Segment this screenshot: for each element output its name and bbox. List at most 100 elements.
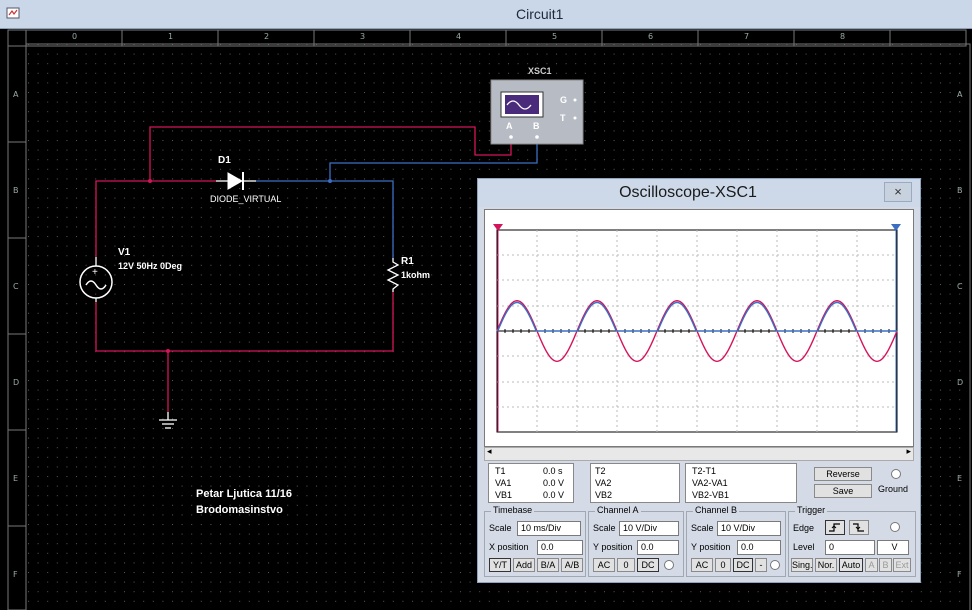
channel-b-trace xyxy=(496,301,897,332)
channel-a-radio[interactable] xyxy=(663,559,675,571)
falling-edge-icon xyxy=(853,523,864,532)
channel-b-invert-button[interactable]: - xyxy=(755,558,767,572)
timebase-title: Timebase xyxy=(491,505,535,515)
note-line-2: Brodomasinstvo xyxy=(196,504,283,516)
ruler-row-c-right: C xyxy=(957,282,963,291)
vb1-label: VB1 xyxy=(495,490,513,500)
channel-b-dc-button[interactable]: DC xyxy=(733,558,753,572)
level-unit-select[interactable]: V xyxy=(877,540,909,555)
scroll-right-icon[interactable]: ▸ xyxy=(906,446,911,456)
resistor-value-label: 1kohm xyxy=(401,270,431,280)
add-button[interactable]: Add xyxy=(513,558,535,572)
cursor-1-marker[interactable] xyxy=(493,224,503,231)
channel-b-zero-button[interactable]: 0 xyxy=(715,558,731,572)
trigger-b-button[interactable]: B xyxy=(879,558,892,572)
diode-symbol[interactable] xyxy=(216,172,256,190)
svg-text:+: + xyxy=(92,267,98,278)
channel-a-ac-button[interactable]: AC xyxy=(593,558,615,572)
scope-ref-label: XSC1 xyxy=(528,66,552,76)
scope-pin-g-label: G xyxy=(560,95,568,105)
oscilloscope-title-bar[interactable]: Oscilloscope-XSC1 × xyxy=(478,179,920,207)
edge-label: Edge xyxy=(793,523,815,533)
va2-label: VA2 xyxy=(595,478,612,488)
oscilloscope-symbol[interactable] xyxy=(490,79,584,145)
x-position-label: X position xyxy=(489,542,529,552)
channel-a-group: Channel A Scale 10 V/Div Y position 0.0 … xyxy=(588,505,684,577)
channel-a-scale-field[interactable]: 10 V/Div xyxy=(619,521,679,536)
rising-edge-button[interactable] xyxy=(825,520,845,535)
oscilloscope-title: Oscilloscope-XSC1 xyxy=(619,184,757,201)
channel-a-zero-button[interactable]: 0 xyxy=(617,558,635,572)
ruler-col-4: 4 xyxy=(456,32,462,41)
channel-a-title: Channel A xyxy=(595,505,641,515)
wire-red[interactable] xyxy=(95,126,512,412)
timebase-scale-field[interactable]: 10 ms/Div xyxy=(517,521,581,536)
vb2-label: VB2 xyxy=(595,490,613,500)
channel-b-ypos-field[interactable]: 0.0 xyxy=(737,540,781,555)
yt-button[interactable]: Y/T xyxy=(489,558,511,572)
title-bar: Circuit1 xyxy=(0,0,972,29)
wire-blue[interactable] xyxy=(256,140,538,258)
diode-ref-label: D1 xyxy=(218,155,231,166)
cursor1-readout: T1 0.0 s VA1 0.0 V VB1 0.0 V xyxy=(488,463,574,503)
ba-button[interactable]: B/A xyxy=(537,558,559,572)
channel-a-ypos-field[interactable]: 0.0 xyxy=(637,540,679,555)
ruler-col-1: 1 xyxy=(168,32,174,41)
ruler-ticks xyxy=(8,30,891,527)
window-title: Circuit1 xyxy=(516,6,564,22)
t1-label: T1 xyxy=(495,466,506,476)
timebase-group: Timebase Scale 10 ms/Div X position 0.0 … xyxy=(484,505,586,577)
channel-b-scale-field[interactable]: 10 V/Div xyxy=(717,521,781,536)
app-icon[interactable] xyxy=(6,6,20,20)
close-button[interactable]: × xyxy=(884,182,912,202)
ruler-row-d-right: D xyxy=(957,378,964,387)
note-line-1: Petar Ljutica 11/16 xyxy=(196,488,292,500)
ground-radio[interactable] xyxy=(890,468,902,480)
resistor-symbol[interactable] xyxy=(386,258,400,292)
ground-label: Ground xyxy=(878,484,909,494)
ground-symbol[interactable] xyxy=(159,412,177,429)
ac-source-symbol[interactable]: + xyxy=(79,257,113,302)
ruler-row-f-right: F xyxy=(957,570,962,579)
save-button[interactable]: Save xyxy=(814,484,872,498)
scope-pin-b-label: B xyxy=(533,121,540,131)
ruler-col-5: 5 xyxy=(552,32,558,41)
trigger-ext-button[interactable]: Ext xyxy=(893,558,911,572)
channel-a-dc-button[interactable]: DC xyxy=(637,558,659,572)
channel-b-title: Channel B xyxy=(693,505,740,515)
ruler-col-2: 2 xyxy=(264,32,270,41)
channel-a-ypos-label: Y position xyxy=(593,542,633,552)
trigger-radio[interactable] xyxy=(889,521,901,533)
rising-edge-icon xyxy=(829,523,840,532)
level-field[interactable]: 0 xyxy=(825,540,875,555)
trigger-group: Trigger Edge Level 0 V Sing. Nor. Auto A… xyxy=(788,505,916,577)
channel-b-group: Channel B Scale 10 V/Div Y position 0.0 … xyxy=(686,505,786,577)
scope-screen[interactable] xyxy=(484,209,914,447)
ruler-col-6: 6 xyxy=(648,32,654,41)
level-label: Level xyxy=(793,542,815,552)
normal-button[interactable]: Nor. xyxy=(815,558,837,572)
va2-va1-label: VA2-VA1 xyxy=(692,478,728,488)
ab-button[interactable]: A/B xyxy=(561,558,583,572)
auto-button[interactable]: Auto xyxy=(839,558,863,572)
single-button[interactable]: Sing. xyxy=(791,558,813,572)
source-value-label: 12V 50Hz 0Deg xyxy=(118,261,183,271)
ruler-col-0: 0 xyxy=(72,32,78,41)
channel-b-radio[interactable] xyxy=(769,559,781,571)
channel-b-ac-button[interactable]: AC xyxy=(691,558,713,572)
vb1-value: 0.0 V xyxy=(543,490,565,500)
ruler-col-7: 7 xyxy=(744,32,750,41)
ruler-row-e: E xyxy=(13,474,19,483)
ruler-row-d: D xyxy=(13,378,20,387)
scroll-left-icon[interactable]: ◂ xyxy=(487,446,492,456)
diode-model-label: DIODE_VIRTUAL xyxy=(210,194,282,204)
x-position-field[interactable]: 0.0 xyxy=(537,540,583,555)
vb2-vb1-label: VB2-VB1 xyxy=(692,490,730,500)
horizontal-scrollbar[interactable]: ◂ ▸ xyxy=(484,446,914,461)
trigger-a-button[interactable]: A xyxy=(865,558,878,572)
va1-label: VA1 xyxy=(495,478,512,488)
cursor-2-marker[interactable] xyxy=(891,224,901,231)
ruler-col-3: 3 xyxy=(360,32,366,41)
reverse-button[interactable]: Reverse xyxy=(814,467,872,481)
falling-edge-button[interactable] xyxy=(849,520,869,535)
